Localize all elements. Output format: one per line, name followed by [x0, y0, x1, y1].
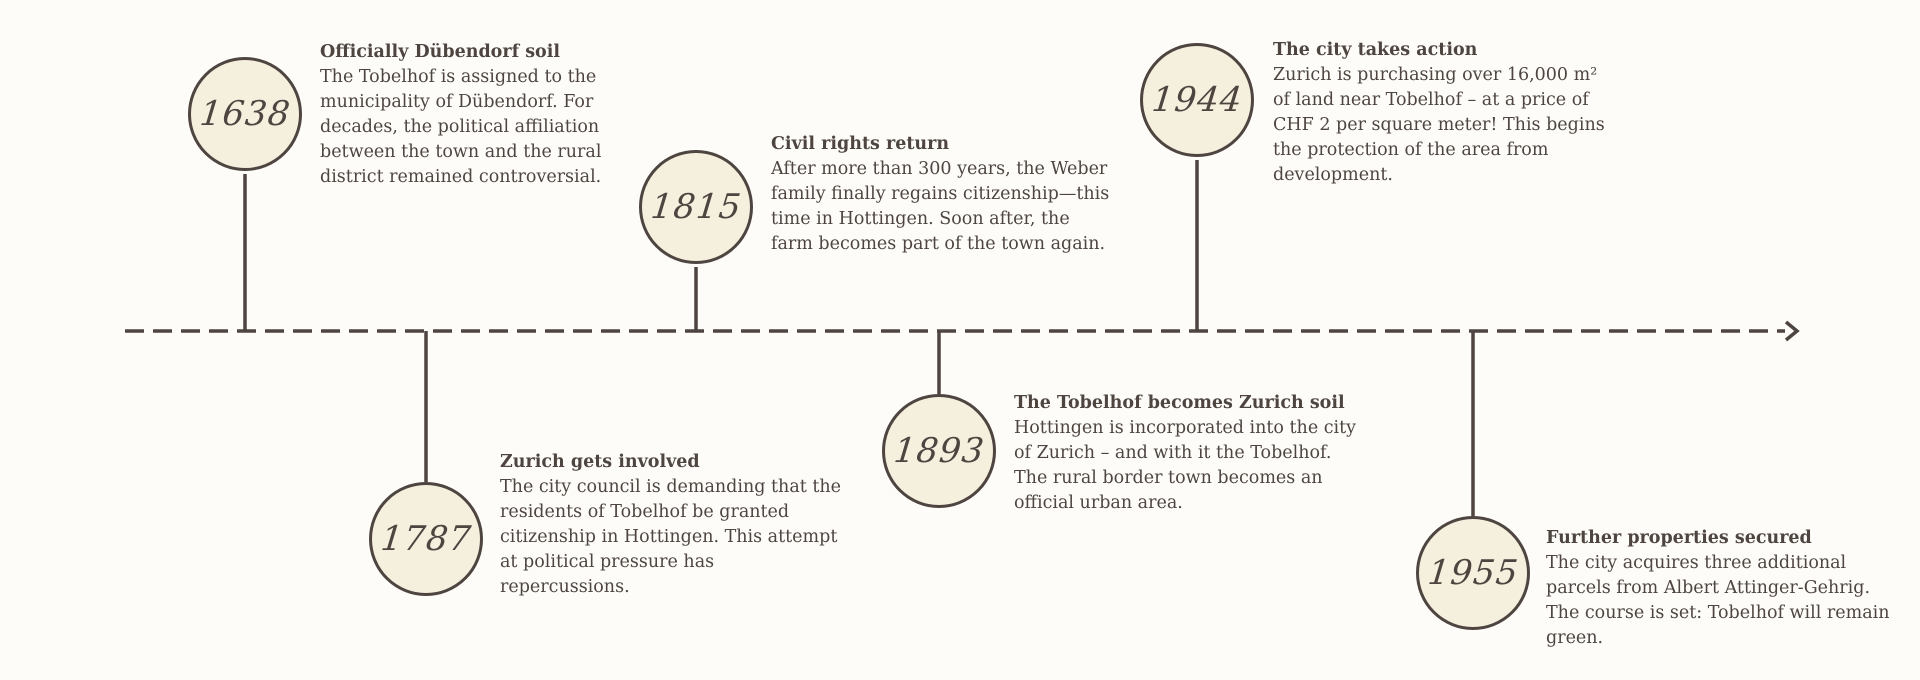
event-year: 1955 — [1425, 553, 1521, 593]
event-title: Zurich gets involved — [500, 452, 700, 472]
event-description: Zurich is purchasing over 16,000 m² of l… — [1273, 65, 1605, 185]
year-circle: 1638 — [188, 57, 302, 171]
event-text: Further properties secured The city acqu… — [1546, 526, 1891, 651]
year-circle: 1787 — [369, 482, 483, 596]
event-text: Officially Dübendorf soil The Tobelhof i… — [320, 40, 665, 190]
event-text: Zurich gets involved The city council is… — [500, 450, 845, 600]
event-title: Further properties secured — [1546, 528, 1812, 548]
event-text: The Tobelhof becomes Zurich soil Hotting… — [1014, 391, 1359, 516]
event-title: The Tobelhof becomes Zurich soil — [1014, 393, 1345, 413]
event-description: Hottingen is incorporated into the city … — [1014, 418, 1357, 513]
event-description: The city acquires three additional parce… — [1546, 553, 1890, 648]
event-year: 1944 — [1149, 80, 1245, 120]
event-text: Civil rights return After more than 300 … — [771, 132, 1116, 257]
event-text: The city takes action Zurich is purchasi… — [1273, 38, 1618, 188]
event-title: The city takes action — [1273, 40, 1478, 60]
event-year: 1638 — [197, 94, 293, 134]
year-circle: 1955 — [1416, 516, 1530, 630]
year-circle: 1944 — [1140, 43, 1254, 157]
year-circle: 1815 — [639, 150, 753, 264]
event-description: The Tobelhof is assigned to the municipa… — [320, 67, 602, 187]
event-year: 1787 — [378, 519, 474, 559]
event-title: Officially Dübendorf soil — [320, 42, 561, 62]
year-circle: 1893 — [882, 394, 996, 508]
event-title: Civil rights return — [771, 134, 950, 154]
timeline-arrowhead — [1784, 320, 1800, 342]
event-description: The city council is demanding that the r… — [500, 477, 842, 597]
event-description: After more than 300 years, the Weber fam… — [771, 159, 1110, 254]
event-year: 1893 — [891, 431, 987, 471]
event-year: 1815 — [648, 187, 744, 227]
